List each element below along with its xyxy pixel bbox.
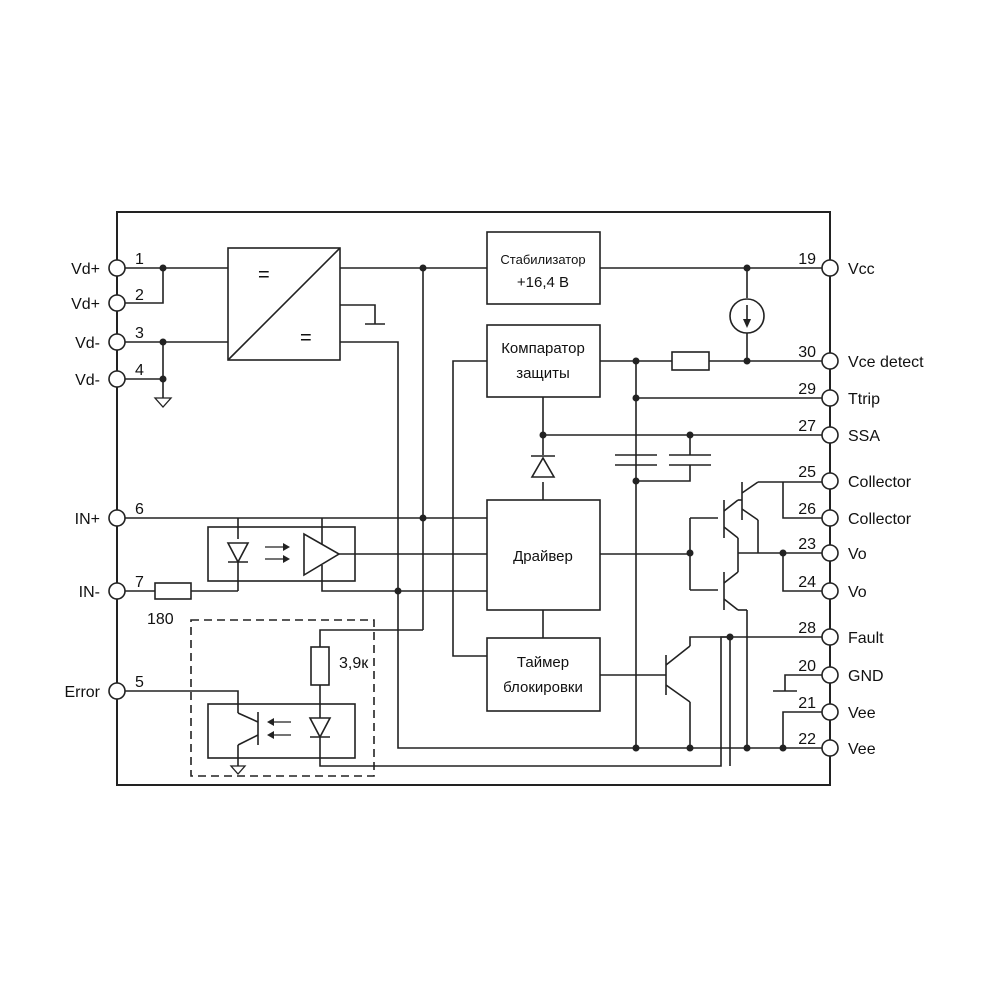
- converter-output-symbol: =: [300, 327, 312, 349]
- ssa-path: [530, 397, 822, 500]
- phototransistor-icon: [237, 712, 259, 723]
- pin-label: Error: [64, 684, 100, 701]
- resistor-icon: [310, 646, 330, 686]
- led-icon: [308, 717, 332, 739]
- junction-dots: [159, 264, 787, 752]
- vce-detect-path: [600, 351, 822, 748]
- pin-24: [821, 582, 839, 600]
- pin-27: [821, 426, 839, 444]
- pin-label: Vd-: [75, 372, 100, 389]
- pin-label: Vce detect: [848, 354, 924, 371]
- pin-21: [821, 703, 839, 721]
- timer-block: Таймер блокировки: [486, 637, 601, 712]
- pin-number: 7: [135, 574, 144, 591]
- pin-label: GND: [848, 668, 884, 685]
- pin-label: Vee: [848, 741, 876, 758]
- comparator-line1: Компаратор: [501, 340, 585, 357]
- pin-number: 5: [135, 674, 144, 691]
- pin-number: 29: [798, 381, 816, 398]
- pin-label: Vo: [848, 584, 867, 601]
- converter-input-symbol: =: [258, 264, 270, 286]
- left-pin-labels: Vd+ Vd+ Vd- Vd- IN+ IN- Error: [64, 261, 100, 701]
- driver-label: Драйвер: [513, 548, 573, 565]
- pin-number: 30: [798, 344, 816, 361]
- right-pin-numbers: 19 30 29 27 25 26 23 24 28 20 21 22: [798, 251, 816, 748]
- pin-23: [821, 544, 839, 562]
- pin-label: Vo: [848, 546, 867, 563]
- pin-30: [821, 352, 839, 370]
- led-icon: [226, 542, 250, 564]
- pin-label: IN-: [79, 584, 100, 601]
- pin-number: 25: [798, 464, 816, 481]
- stabilizer-line1: Стабилизатор: [500, 252, 585, 267]
- left-pin-numbers: 1 2 3 4 6 7 5: [135, 251, 144, 691]
- pin-19: [821, 259, 839, 277]
- pin-1: [108, 259, 126, 277]
- pin-number: 23: [798, 536, 816, 553]
- pin-label: Vcc: [848, 261, 875, 278]
- pin-number: 20: [798, 658, 816, 675]
- ground-icon: [153, 397, 173, 408]
- input-optocoupler: 180: [125, 517, 487, 628]
- pin-number: 26: [798, 501, 816, 518]
- pin-22: [821, 739, 839, 757]
- pin-26: [821, 509, 839, 527]
- current-source: [729, 268, 765, 361]
- output-stage: [600, 481, 822, 766]
- pin-number: 27: [798, 418, 816, 435]
- resistor-icon: [671, 351, 710, 371]
- pin-3: [108, 333, 126, 351]
- pin-5: [108, 682, 126, 700]
- input-resistor-value: 180: [147, 611, 174, 628]
- dc-dc-converter: = =: [227, 247, 341, 361]
- comparator-block: Компаратор защиты: [486, 324, 601, 398]
- pin-6: [108, 509, 126, 527]
- timer-line1: Таймер: [517, 654, 569, 671]
- comparator-timer-wire: [452, 360, 487, 657]
- stabilizer-line2: +16,4 В: [517, 274, 569, 291]
- pin-label: Collector: [848, 511, 912, 528]
- pin-number: 19: [798, 251, 816, 268]
- error-resistor-value: 3,9к: [339, 655, 369, 672]
- timer-line2: блокировки: [503, 679, 583, 696]
- pin-number: 28: [798, 620, 816, 637]
- pin-number: 4: [135, 362, 144, 379]
- pin-number: 1: [135, 251, 144, 268]
- comparator-line2: защиты: [516, 365, 570, 382]
- pin-20: [821, 666, 839, 684]
- arrow-down-icon: [743, 319, 751, 328]
- pin-label: Vd-: [75, 335, 100, 352]
- pin-number: 3: [135, 325, 144, 342]
- resistor-icon: [154, 582, 192, 600]
- pin-28: [821, 628, 839, 646]
- driver-block: Драйвер: [486, 499, 601, 611]
- ground-icon: [229, 765, 247, 775]
- pin-25: [821, 472, 839, 490]
- pin-label: Vd+: [71, 261, 100, 278]
- pin-7: [108, 582, 126, 600]
- pin-number: 6: [135, 501, 144, 518]
- error-optocoupler: 3,9к: [125, 619, 822, 777]
- pin-label: Vd+: [71, 296, 100, 313]
- pin-label: SSA: [848, 428, 880, 445]
- pin-4: [108, 370, 126, 388]
- pin-number: 24: [798, 574, 816, 591]
- pin-number: 22: [798, 731, 816, 748]
- pin-29: [821, 389, 839, 407]
- pin-label: Collector: [848, 474, 912, 491]
- stabilizer-block: Стабилизатор +16,4 В: [486, 231, 601, 305]
- module-outline: [116, 211, 831, 786]
- pin-label: Fault: [848, 630, 884, 647]
- pin-label: IN+: [75, 511, 100, 528]
- pin-2: [108, 294, 126, 312]
- pin-number: 21: [798, 695, 816, 712]
- dashed-isolation-box: [190, 619, 375, 777]
- pin-label: Ttrip: [848, 391, 880, 408]
- pin-label: Vee: [848, 705, 876, 722]
- diode-icon: [530, 456, 556, 478]
- pin-number: 2: [135, 287, 144, 304]
- right-pin-labels: Vcc Vce detect Ttrip SSA Collector Colle…: [848, 261, 924, 758]
